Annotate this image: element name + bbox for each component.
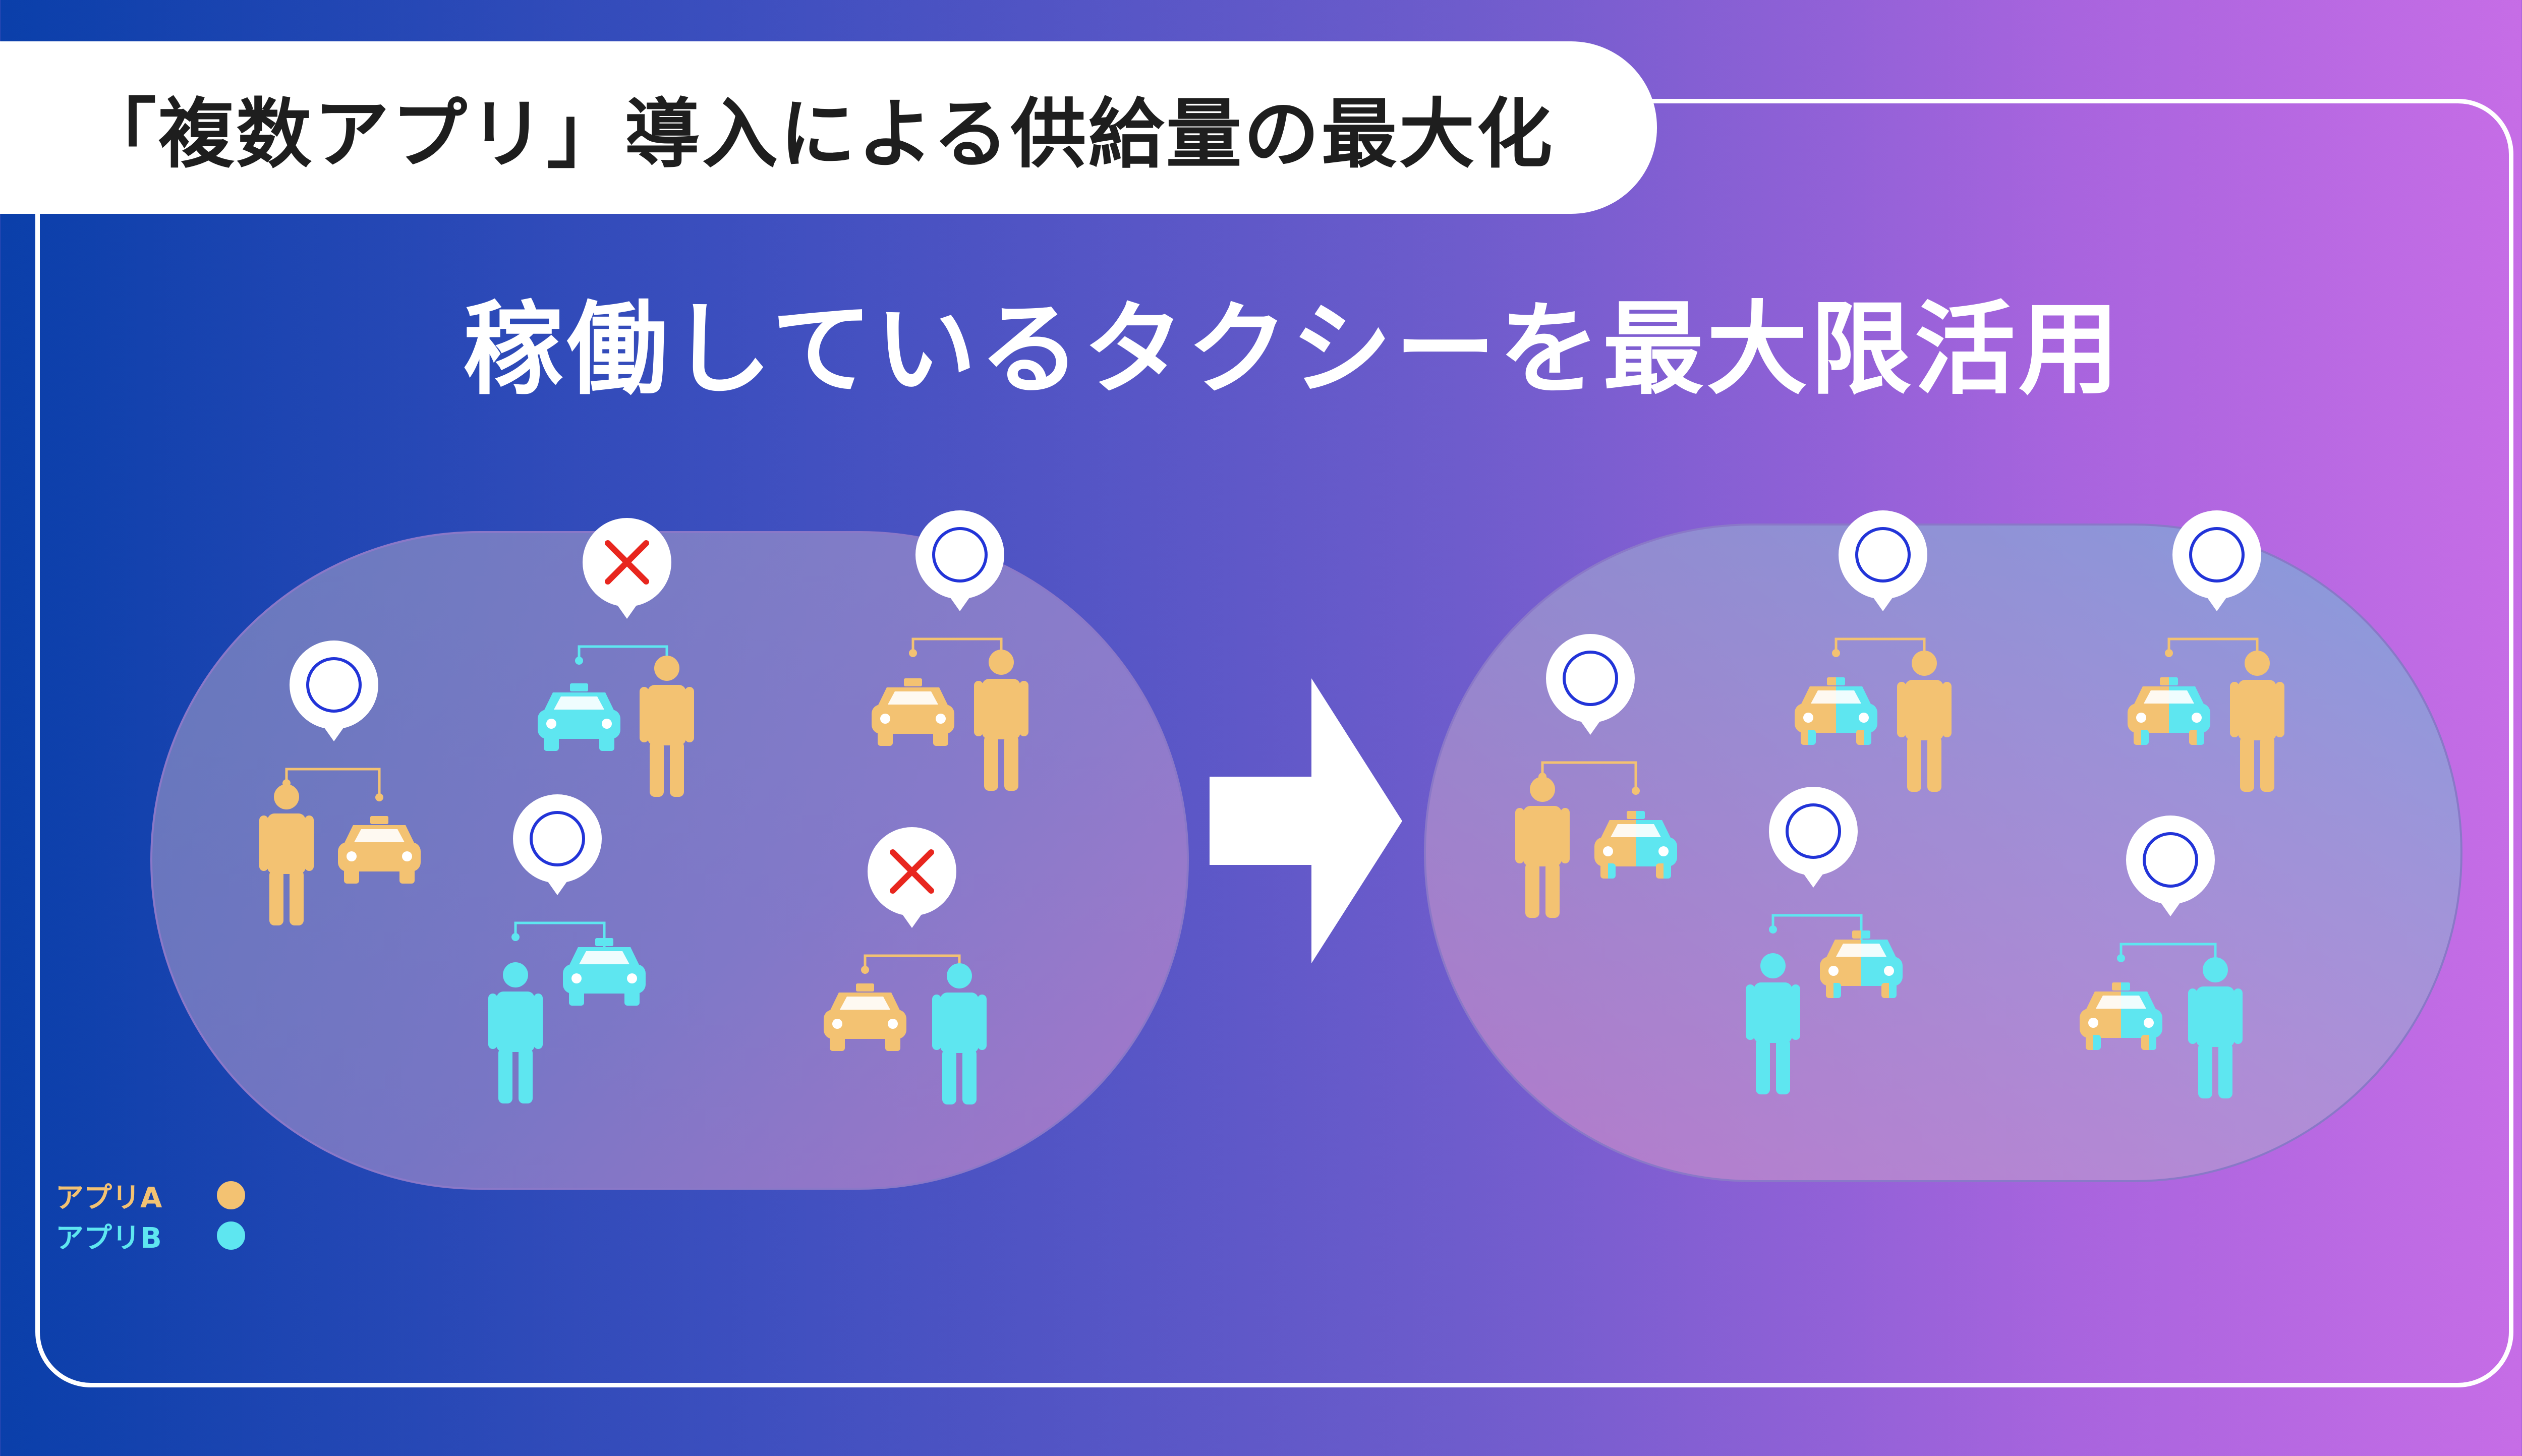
match-ok-marker bbox=[915, 510, 1004, 611]
match-ng-marker bbox=[868, 827, 956, 928]
taxi-icon bbox=[538, 683, 620, 751]
legend-dot bbox=[217, 1221, 245, 1250]
legend-item-app-b: アプリB bbox=[55, 1215, 245, 1256]
taxi-icon bbox=[872, 678, 954, 746]
match-pair bbox=[2128, 510, 2284, 792]
legend-dot bbox=[217, 1181, 245, 1209]
match-ok-marker bbox=[290, 640, 378, 741]
passenger-icon bbox=[259, 784, 314, 925]
passenger-icon bbox=[2230, 651, 2284, 792]
passenger-icon bbox=[1515, 777, 1570, 918]
title-banner: 「複数アプリ」導入による供給量の最大化 bbox=[0, 41, 1657, 214]
passenger-icon bbox=[1746, 953, 1800, 1094]
passenger-icon bbox=[640, 656, 694, 797]
taxi-icon bbox=[1594, 811, 1677, 879]
legend-label: アプリA bbox=[55, 1181, 162, 1214]
before-matches bbox=[259, 510, 1028, 1104]
match-pair bbox=[2080, 816, 2243, 1098]
taxi-icon bbox=[563, 938, 646, 1006]
transition-arrow bbox=[1210, 678, 1402, 963]
passenger-icon bbox=[974, 650, 1028, 791]
match-ok-marker bbox=[1546, 634, 1635, 735]
match-ok-marker bbox=[1839, 510, 1927, 611]
taxi-icon bbox=[2128, 677, 2210, 745]
match-ng-marker bbox=[583, 518, 671, 619]
legend-item-app-a: アプリA bbox=[55, 1175, 245, 1215]
match-pair bbox=[1746, 787, 1903, 1094]
match-ok-marker bbox=[2172, 510, 2261, 611]
after-matches bbox=[1515, 510, 2284, 1098]
match-pair bbox=[1795, 510, 1952, 792]
match-ok-marker bbox=[513, 794, 602, 895]
legend: アプリA アプリB bbox=[55, 1175, 245, 1256]
legend-label: アプリB bbox=[55, 1221, 162, 1255]
page-title: 「複数アプリ」導入による供給量の最大化 bbox=[81, 90, 1555, 179]
passenger-icon bbox=[1897, 651, 1952, 792]
taxi-icon bbox=[824, 983, 906, 1051]
match-pair bbox=[488, 794, 646, 1103]
after-area bbox=[1424, 523, 2462, 1182]
taxi-icon bbox=[338, 816, 421, 884]
match-ok-marker bbox=[2126, 816, 2215, 916]
match-pair bbox=[259, 640, 421, 925]
taxi-icon bbox=[1820, 930, 1903, 998]
taxi-icon bbox=[1795, 677, 1877, 745]
match-pair bbox=[872, 510, 1028, 791]
match-ok-marker bbox=[1769, 787, 1858, 888]
match-pair bbox=[538, 518, 694, 797]
passenger-icon bbox=[488, 962, 543, 1103]
taxi-icon bbox=[2080, 982, 2162, 1050]
passenger-icon bbox=[932, 963, 987, 1104]
passenger-icon bbox=[2188, 957, 2243, 1098]
headline: 稼働しているタクシーを最大限活用 bbox=[463, 291, 2123, 409]
match-pair bbox=[824, 827, 987, 1104]
match-pair bbox=[1515, 634, 1677, 918]
